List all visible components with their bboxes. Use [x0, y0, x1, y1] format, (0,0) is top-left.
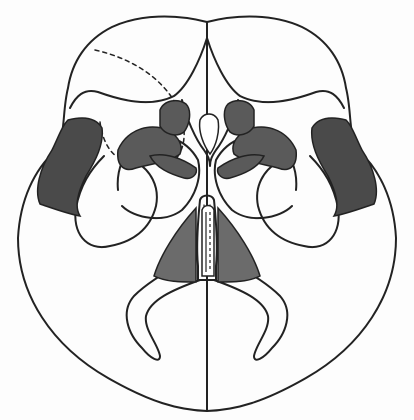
right-lateral-dark-region [312, 118, 377, 216]
right-frontal-lobe [207, 38, 344, 108]
left-anterior-dark-spot [160, 101, 190, 135]
left-frontal-lobe [70, 38, 207, 108]
left-lateral-dark-region [38, 118, 103, 216]
left-small-dark-bar [150, 155, 196, 179]
central-white-column [202, 206, 214, 277]
right-thalamus-region [218, 208, 260, 282]
right-small-dark-bar [218, 155, 264, 179]
right-anterior-dark-spot [224, 101, 254, 135]
left-thalamus-region [154, 208, 196, 282]
